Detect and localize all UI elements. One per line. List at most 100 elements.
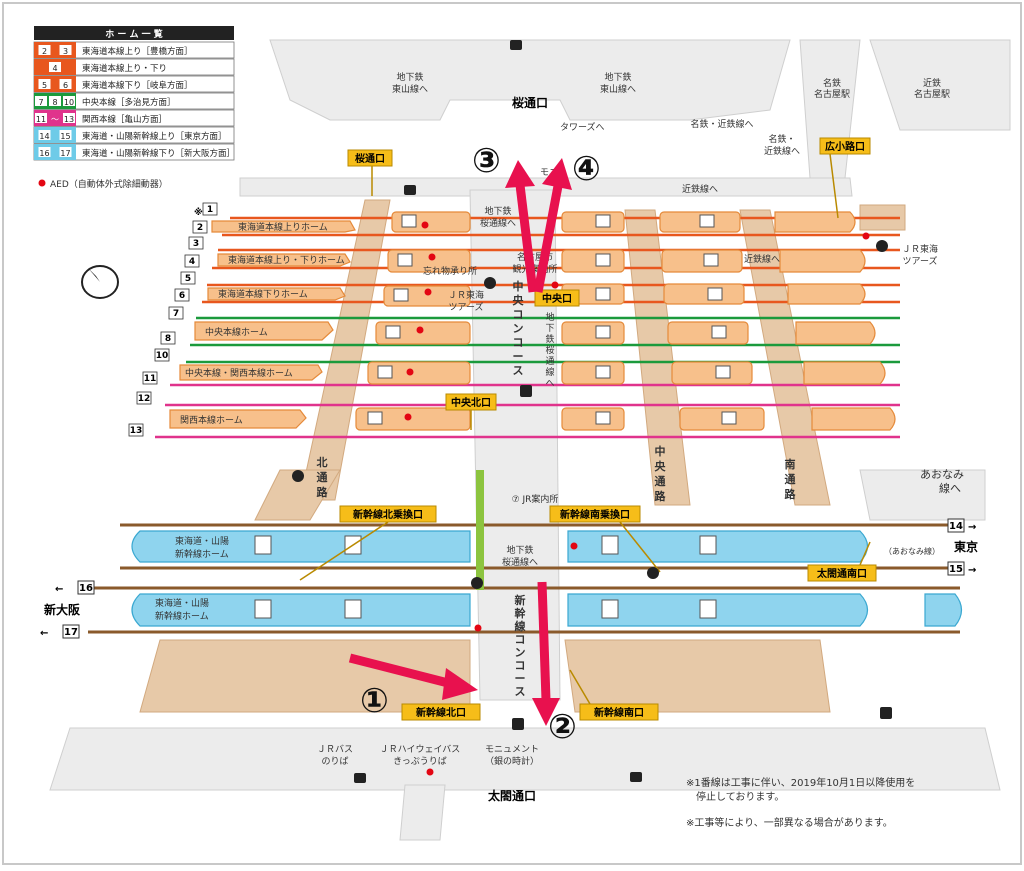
svg-text:路: 路 [785,487,797,501]
svg-text:名鉄: 名鉄 [823,77,841,89]
platform-label-5: 中央本線・関西本線ホーム [185,367,293,379]
annotation-2: ② [548,707,577,747]
svg-text:名鉄・近鉄線へ: 名鉄・近鉄線へ [690,118,753,130]
svg-text:のりば: のりば [321,756,348,767]
arrow-left-icon: ← [40,628,48,639]
legend-track-number: 10 [64,98,74,107]
legend-line-text: 関西本線［亀山方面］ [82,114,167,125]
svg-text:13: 13 [130,426,143,436]
place-labels: 地下鉄 東山線へ 地下鉄 東山線へ 名鉄 名古屋駅 近鉄 名古屋駅 名鉄・近鉄線… [317,71,964,767]
exit-central-north: 中央北口 [445,393,497,430]
shinkansen-platform-south-left [131,593,471,627]
track-number-label: 10 [154,348,170,362]
svg-text:新幹線北口: 新幹線北口 [416,706,466,719]
svg-text:近鉄線へ: 近鉄線へ [682,183,718,195]
legend-track-number: 8 [52,98,57,107]
svg-text:央: 央 [513,293,525,307]
platform-label-6: 関西本線ホーム [180,414,243,426]
svg-text:新幹線南乗換口: 新幹線南乗換口 [560,508,630,521]
elevator-icon [404,185,416,195]
shinkansen-platform-north-left [131,530,471,563]
svg-text:コ: コ [515,659,526,672]
arrow-left-icon: ← [55,584,63,595]
svg-text:中: 中 [513,279,524,293]
svg-text:きっぷうりば: きっぷうりば [393,756,447,767]
svg-text:⑦ JR案内所: ⑦ JR案内所 [512,493,559,505]
svg-text:桜通線へ: 桜通線へ [480,217,516,229]
svg-text:4: 4 [189,257,195,267]
svg-text:ス: ス [513,364,524,377]
svg-text:モニ: モニ [540,168,558,178]
svg-text:通: 通 [655,475,666,488]
svg-text:17: 17 [64,627,78,638]
legend-line-text: 東海道本線上り［豊橋方面］ [82,46,193,57]
footnote-2: ※工事等により、一部異なる場合があります。 [686,816,893,829]
platform-3-left [207,287,346,301]
conventional-platforms [169,211,896,431]
svg-text:通: 通 [545,356,554,367]
legend-track-number: 6 [63,81,68,90]
bus-icon [354,773,366,783]
legend-track-number: 17 [60,149,70,158]
svg-text:桜通口: 桜通口 [355,152,385,165]
legend-line-text: 東海道・山陽新幹線上り［東京方面］ [82,131,227,142]
legend-track-number: 13 [64,115,74,124]
shinkansen-directions: 14 → 東京 15 → ← 16 新大阪 ← 17 [40,518,978,639]
svg-text:地下鉄: 地下鉄 [484,205,511,217]
aed-legend-text: AED（自動体外式除細動器） [50,178,168,190]
svg-text:中央口: 中央口 [542,292,572,305]
exit-taiko-south: 太閤通南口 [807,541,877,582]
annotation-2-arrowhead [532,698,560,726]
svg-text:ン: ン [513,322,524,335]
footnotes: ※1番線は工事に伴い、2019年10月1日以降使用を 停止しております。 ※工事… [686,776,915,829]
footnote-1-cont: 停止しております。 [686,790,784,803]
svg-text:8: 8 [165,334,171,344]
platform-2-left [217,253,351,267]
svg-text:太閤通南口: 太閤通南口 [816,567,867,580]
legend-track-number: 11 [36,115,46,124]
shinkansen-platform-south-right [567,593,869,627]
svg-text:東京: 東京 [954,539,978,554]
svg-text:14: 14 [949,521,963,532]
svg-text:新幹線南口: 新幹線南口 [594,706,644,719]
elevator-icon [520,385,532,397]
legend-track-number: 7 [38,98,43,107]
track-number-label: 12 [136,391,152,405]
svg-text:コ: コ [513,336,524,349]
platform-label-2: 東海道本線上り・下りホーム [228,254,345,266]
svg-text:5: 5 [185,274,191,284]
platform-4-left [194,321,334,341]
svg-text:ツアーズ: ツアーズ [902,255,937,267]
svg-text:南: 南 [785,457,796,471]
svg-text:名鉄・: 名鉄・ [768,133,795,145]
svg-text:ＪＲハイウェイバス: ＪＲハイウェイバス [380,744,461,755]
annotation-4-arrowhead [542,158,572,190]
legend-track-number: 14 [39,132,49,141]
svg-text:ン: ン [515,646,526,659]
platform-label-1: 東海道本線上りホーム [238,221,328,233]
monument-icon [512,718,524,730]
svg-text:線へ: 線へ [939,481,961,495]
svg-text:新: 新 [515,593,526,607]
footnote-1: ※1番線は工事に伴い、2019年10月1日以降使用を [686,776,915,789]
svg-text:下: 下 [545,324,554,334]
svg-text:通: 通 [317,471,328,484]
information-icon [292,470,304,482]
annotation-1: ① [360,681,389,721]
svg-text:ー: ー [515,672,526,685]
svg-text:2: 2 [197,223,203,233]
legend-line-text: 東海道・山陽新幹線下り［新大阪方面］ [82,148,235,159]
svg-text:16: 16 [79,583,93,594]
svg-text:線: 線 [545,366,554,378]
svg-text:ス: ス [515,685,526,698]
